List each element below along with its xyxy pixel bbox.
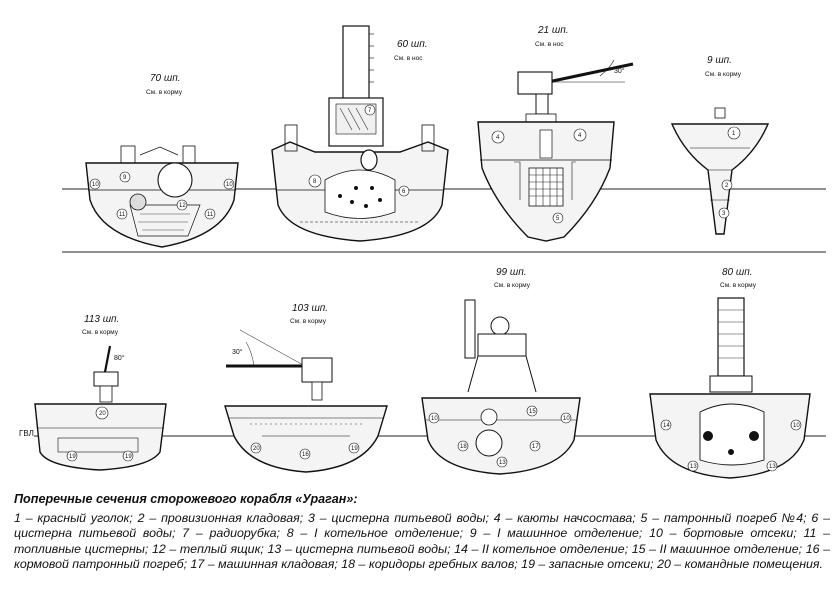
svg-text:13: 13 xyxy=(690,464,697,470)
section-21-direction: См. в нос xyxy=(535,41,564,48)
svg-text:11: 11 xyxy=(207,212,214,218)
svg-text:9: 9 xyxy=(123,175,127,181)
section-21-frame: 21 шп. xyxy=(537,25,568,36)
section-9-frame: 9 шп. xyxy=(707,55,732,66)
section-21-gun-barrel xyxy=(547,62,634,84)
section-113-direction: См. в корму xyxy=(82,329,119,336)
section-113: 113 шп. См. в корму 80° 20 19 19 xyxy=(34,314,167,471)
waterline-label: ГВЛ xyxy=(19,429,34,438)
section-99-direction: См. в корму xyxy=(494,282,531,289)
section-70: 70 шп. См. в корму 10 10 9 11 11 12 xyxy=(85,73,239,248)
section-103-direction: См. в корму xyxy=(290,318,327,325)
section-80-frame: 80 шп. xyxy=(722,267,752,278)
section-9: 9 шп. См. в корму 1 2 3 xyxy=(670,55,770,235)
svg-text:17: 17 xyxy=(532,444,539,450)
section-21-gun-angle: 30° xyxy=(614,67,625,75)
svg-text:10: 10 xyxy=(226,182,233,188)
section-80-funnel xyxy=(717,297,745,377)
section-70-direction: См. в корму xyxy=(146,89,183,96)
svg-text:10: 10 xyxy=(793,423,800,429)
svg-text:19: 19 xyxy=(125,454,132,460)
section-103-frame: 103 шп. xyxy=(292,303,328,314)
section-9-hull xyxy=(670,123,770,235)
svg-text:18: 18 xyxy=(460,444,467,450)
section-113-gun-angle: 80° xyxy=(114,354,125,362)
svg-text:3: 3 xyxy=(722,211,726,217)
section-60-funnel xyxy=(342,25,370,104)
svg-text:20: 20 xyxy=(99,411,106,417)
svg-text:19: 19 xyxy=(69,454,76,460)
svg-text:11: 11 xyxy=(119,212,126,218)
section-99-hull xyxy=(421,397,581,475)
svg-text:13: 13 xyxy=(769,464,776,470)
svg-text:12: 12 xyxy=(179,203,186,209)
svg-text:1: 1 xyxy=(732,131,736,137)
svg-text:10: 10 xyxy=(92,182,99,188)
svg-text:20: 20 xyxy=(253,446,260,452)
caption: Поперечные сечения сторожевого корабля «… xyxy=(14,492,830,573)
svg-text:13: 13 xyxy=(499,460,506,466)
section-103: 103 шп. См. в корму 30° 20 16 19 xyxy=(224,303,388,473)
section-99-frame: 99 шп. xyxy=(496,267,526,278)
section-21: 21 шп. См. в нос 30° 4 4 5 xyxy=(477,25,634,242)
section-70-frame: 70 шп. xyxy=(150,73,180,84)
svg-text:10: 10 xyxy=(431,416,438,422)
svg-text:7: 7 xyxy=(368,108,372,114)
section-80-direction: См. в корму xyxy=(720,282,757,289)
section-113-frame: 113 шп. xyxy=(84,314,119,325)
svg-text:10: 10 xyxy=(563,416,570,422)
svg-text:2: 2 xyxy=(725,183,729,189)
svg-text:8: 8 xyxy=(313,179,317,185)
section-99: 99 шп. См. в корму 10 15 10 18 17 13 xyxy=(421,267,581,475)
caption-legend: 1 – красный уголок; 2 – провизионная кла… xyxy=(14,510,830,572)
section-60-frame: 60 шп. xyxy=(397,39,427,50)
svg-text:15: 15 xyxy=(529,409,536,415)
svg-text:14: 14 xyxy=(663,423,670,429)
section-60-direction: См. в нос xyxy=(394,55,423,62)
svg-text:5: 5 xyxy=(556,216,560,222)
section-103-gun-angle: 30° xyxy=(232,348,243,356)
section-60: 60 шп. См. в нос 7 8 6 xyxy=(271,25,449,242)
caption-title: Поперечные сечения сторожевого корабля «… xyxy=(14,492,358,506)
svg-text:16: 16 xyxy=(302,452,309,458)
svg-text:4: 4 xyxy=(496,135,500,141)
section-103-hull xyxy=(224,405,388,473)
svg-text:6: 6 xyxy=(402,189,406,195)
section-80: 80 шп. См. в корму 14 10 13 13 xyxy=(649,267,811,479)
section-9-direction: См. в корму xyxy=(705,71,742,78)
svg-text:4: 4 xyxy=(578,133,582,139)
svg-text:19: 19 xyxy=(351,446,358,452)
